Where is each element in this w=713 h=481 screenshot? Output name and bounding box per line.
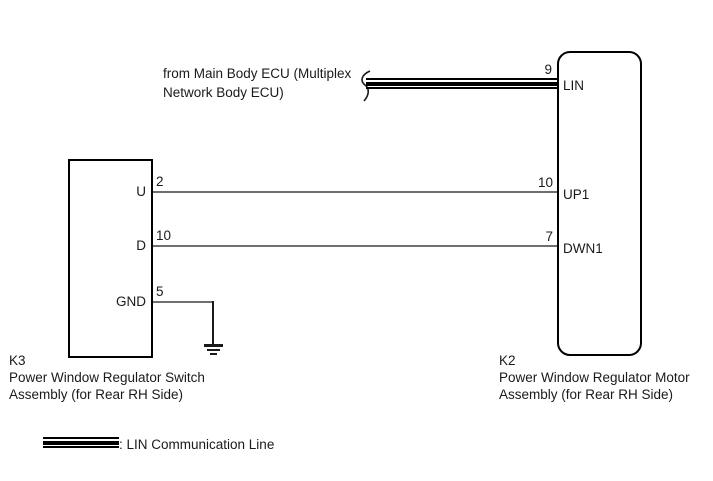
wire-d-to-dwn1 [152,245,558,247]
lin-communication-wire [366,78,559,89]
wire-gnd [152,301,213,303]
pin-label-gnd: GND [116,294,146,309]
component-name-k3-line1: Power Window Regulator Switch [9,370,205,385]
pin-number-gnd: 5 [156,284,164,299]
ecu-source-note-line1: from Main Body ECU (Multiplex [163,66,352,81]
component-id-k3: K3 [9,353,26,368]
pin-label-d: D [136,238,146,253]
pin-number-d: 10 [156,228,172,243]
component-name-k2-line2: Assembly (for Rear RH Side) [499,387,674,402]
legend-label: : LIN Communication Line [119,437,275,452]
pin-number-u: 2 [156,174,164,189]
ecu-source-note: from Main Body ECU (Multiplex Network Bo… [163,64,351,102]
component-caption-k3: K3 Power Window Regulator Switch Assembl… [9,352,205,403]
component-name-k3-line2: Assembly (for Rear RH Side) [9,387,184,402]
wire-u-to-up1 [152,191,558,193]
pin-label-dwn1: DWN1 [563,241,603,256]
component-name-k2-line1: Power Window Regulator Motor [499,370,690,385]
ground-icon [207,349,220,351]
pin-number-lin: 9 [544,62,552,77]
ground-icon [210,353,217,355]
component-id-k2: K2 [499,353,516,368]
component-caption-k2: K2 Power Window Regulator Motor Assembly… [499,352,690,403]
wire-gnd-drop [212,301,214,345]
pin-number-up1: 10 [537,175,553,190]
ground-icon [204,344,223,347]
component-box-k2-motor-assembly [557,51,642,356]
pin-label-u: U [136,184,146,199]
legend-lin-line-icon [43,437,119,448]
component-box-k3-switch-assembly [68,159,153,358]
pin-number-dwn1: 7 [545,229,553,244]
pin-label-lin: LIN [563,78,585,93]
wire-continuation-icon [361,70,371,102]
ecu-source-note-line2: Network Body ECU) [163,85,284,100]
pin-label-up1: UP1 [563,187,590,202]
